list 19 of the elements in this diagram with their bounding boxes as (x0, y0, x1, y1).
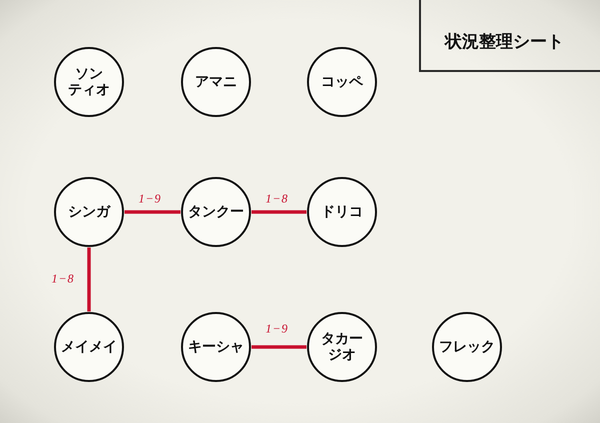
edge-label: 1−9 (265, 322, 289, 336)
node-label: タカージオ (320, 330, 364, 364)
connector-line (124, 210, 180, 214)
connector-line (87, 248, 91, 312)
node-label: フレック (439, 338, 495, 356)
title: 状況整理シート (445, 31, 564, 53)
connector-line (252, 210, 306, 214)
edge-label: 1−8 (51, 272, 75, 286)
node-label: シンガ (68, 204, 110, 220)
node-label: コッペ (321, 74, 363, 90)
node-label: タンクー (188, 204, 244, 220)
node-label: ドリコ (321, 204, 363, 220)
connector-line (252, 345, 306, 349)
edge-label: 1−8 (265, 192, 289, 206)
node-label: メイメイ (61, 338, 117, 356)
node-label: ソンティオ (67, 66, 111, 98)
node-label: キーシャ (188, 338, 244, 356)
edge-label: 1−9 (138, 192, 162, 206)
node-label: アマニ (195, 74, 237, 90)
